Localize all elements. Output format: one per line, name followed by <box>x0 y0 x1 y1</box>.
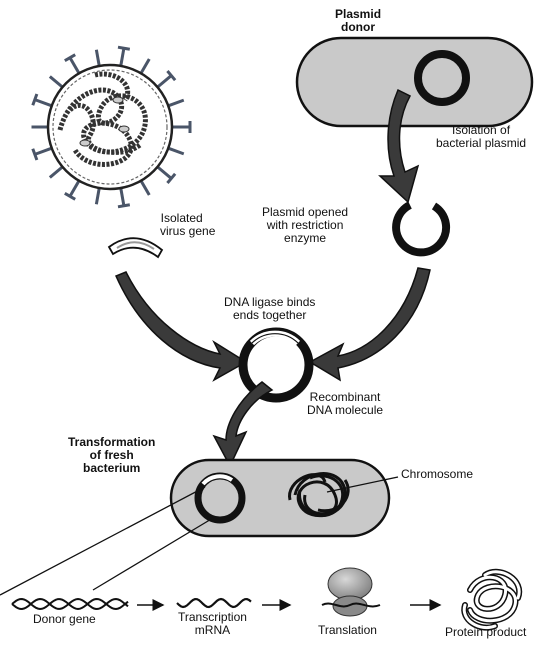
arrow-plasmid-to-recombinant <box>310 268 430 380</box>
mrna-strand <box>177 599 251 607</box>
virus-particle <box>30 47 190 207</box>
isolated-virus-gene <box>109 238 162 257</box>
opened-plasmid <box>396 205 446 252</box>
label-donor-gene: Donor gene <box>33 613 96 626</box>
label-protein-product: Protein product <box>445 626 526 639</box>
arrow-gene-to-recombinant <box>116 272 246 380</box>
donor-gene-leader-2 <box>93 518 213 590</box>
ribosome <box>322 568 380 616</box>
label-translation: Translation <box>318 624 377 637</box>
arrow-transformation <box>214 382 272 466</box>
fresh-bacterium <box>171 460 389 536</box>
label-chromosome: Chromosome <box>401 468 473 481</box>
plasmid-donor-cell <box>297 38 532 126</box>
recombinant-plasmid <box>243 332 309 398</box>
donor-gene-helix <box>12 599 128 609</box>
